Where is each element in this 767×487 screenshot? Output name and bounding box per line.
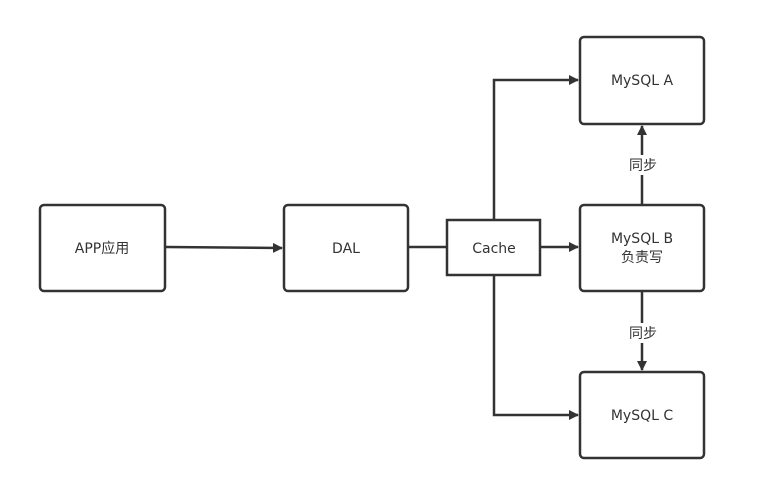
node-mysql-a[interactable]: MySQL A <box>578 35 706 126</box>
edge-label-bg-sync-c <box>626 323 660 343</box>
node-mysql-c-label: MySQL C <box>611 408 674 424</box>
node-mysql-b-label-line2: 负责写 <box>621 250 663 266</box>
node-mysql-a-label: MySQL A <box>611 73 674 89</box>
node-app[interactable]: APP应用 <box>38 203 167 293</box>
node-mysql-b-box <box>578 203 706 293</box>
node-mysql-c-box <box>578 370 706 460</box>
node-cache-label: Cache <box>472 241 516 257</box>
node-mysql-b[interactable]: MySQL B 负责写 <box>578 203 706 293</box>
edge-label-bg-sync-a <box>626 155 660 175</box>
node-dal-box <box>282 203 410 293</box>
node-mysql-c[interactable]: MySQL C <box>578 370 706 460</box>
edge-label-sync-b-to-c: 同步 <box>629 326 657 342</box>
edge-label-sync-b-to-a: 同步 <box>629 158 657 174</box>
node-app-box <box>38 203 167 293</box>
node-dal-label: DAL <box>332 241 360 257</box>
node-mysql-b-label-line1: MySQL B <box>611 231 673 247</box>
node-dal[interactable]: DAL <box>282 203 410 293</box>
edge-app-to-dal <box>165 242 283 253</box>
node-cache-box <box>445 218 542 277</box>
node-cache[interactable]: Cache <box>445 218 542 277</box>
node-mysql-a-box <box>578 35 706 126</box>
node-app-label: APP应用 <box>75 240 129 257</box>
edge-cache-to-mysql-c <box>492 276 579 420</box>
edge-cache-to-mysql-a <box>492 75 579 219</box>
